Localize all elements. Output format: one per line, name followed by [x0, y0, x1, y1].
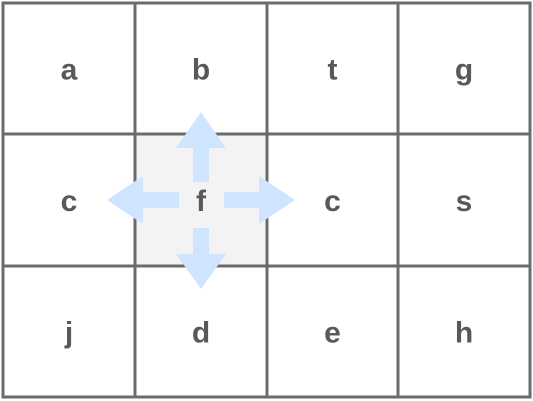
grid-cell-letter: c	[324, 185, 341, 218]
direction-arrows	[107, 112, 295, 289]
grid-cell-letter: d	[192, 317, 210, 350]
grid-cell-letter: s	[456, 185, 473, 218]
grid-cell-letter: g	[455, 54, 473, 87]
arrow-right-icon	[224, 176, 295, 224]
arrow-up-icon	[176, 112, 226, 182]
grid-cell-letter: c	[61, 185, 78, 218]
arrow-down-icon	[176, 228, 226, 289]
grid-cell-letter: b	[192, 54, 210, 87]
grid-cell-letter: f	[196, 185, 207, 218]
grid-cell-letter: e	[324, 317, 341, 350]
grid-cell-letter: a	[61, 54, 78, 87]
grid-cell-letter: h	[455, 317, 473, 350]
grid-cell-letter: t	[328, 54, 338, 87]
grid-cell-letter: j	[64, 317, 73, 350]
grid-cells: a b t g c f c s j d e h	[61, 54, 474, 350]
arrow-left-icon	[107, 176, 179, 224]
